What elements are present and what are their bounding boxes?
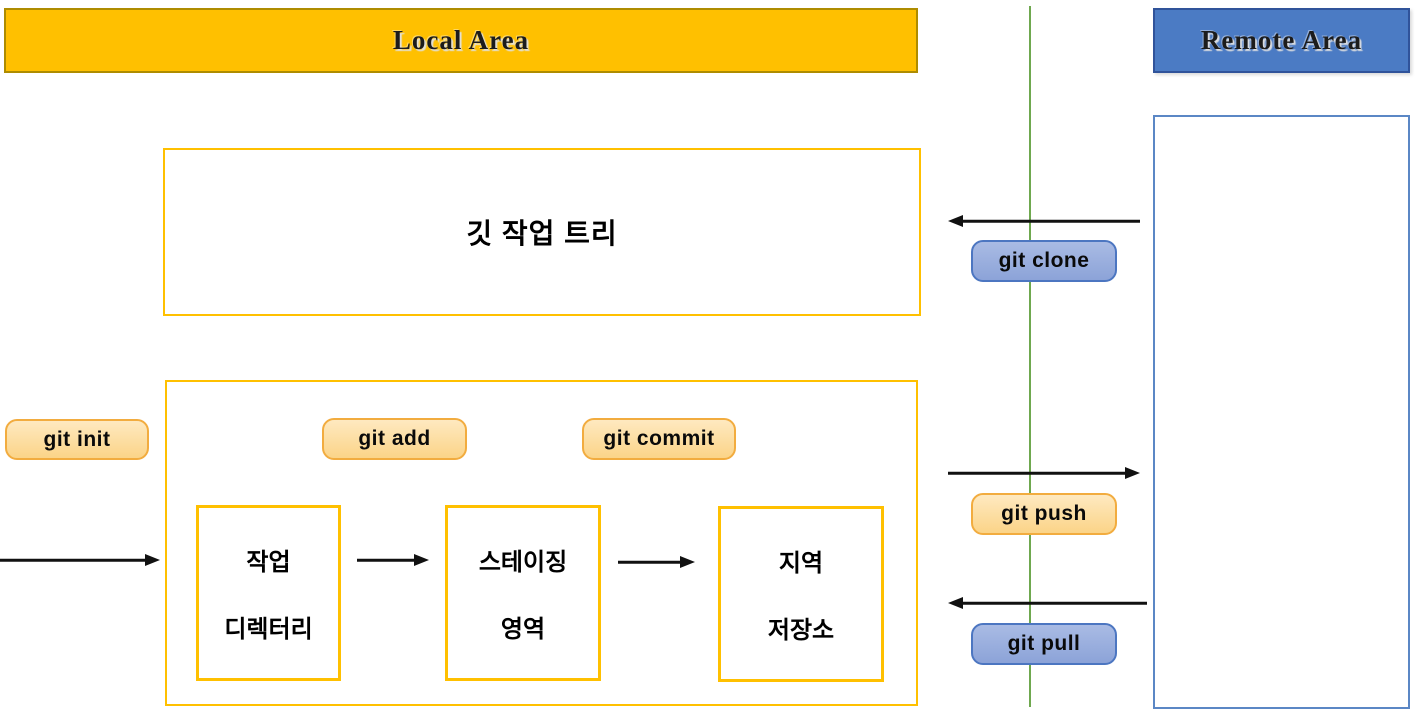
arrow-head-icon [948,215,963,227]
arrow-shaft [948,471,1127,475]
arrow-shaft [961,601,1147,605]
remote-repository-box [1153,115,1410,709]
local-area-title: Local Area [392,25,530,55]
arrow-shaft [961,219,1140,223]
arrow-head-icon [145,554,160,566]
arrow-head-icon [680,556,695,568]
working-directory-box: 작업 디렉터리 [196,505,341,681]
git-working-tree-box: 깃 작업 트리 [163,148,921,316]
git-init-label: git init [43,427,111,451]
working-directory-label-line1: 작업 [246,549,291,576]
git-add-label: git add [358,427,431,450]
staging-area-label-line2: 영역 [500,616,546,643]
arrow-head-icon [1125,467,1140,479]
staging-area-box: 스테이징 영역 [445,505,601,681]
arrow-into-working-directory [0,553,160,567]
local-repository-label-line2: 저장소 [767,617,835,644]
arrow-shaft [618,560,682,564]
arrow-head-icon [948,597,963,609]
git-init-badge: git init [5,419,149,460]
git-clone-badge: git clone [971,240,1117,282]
git-push-badge: git push [971,493,1117,535]
local-repository-box: 지역 저장소 [718,506,884,682]
staging-area-label-line1: 스테이징 [478,549,568,576]
git-clone-label: git clone [998,249,1090,272]
arrow-git-clone-remote-to-local [948,214,1140,228]
local-repository-label-line1: 지역 [778,550,824,577]
arrow-git-push-local-to-remote [948,466,1140,480]
remote-area-header: Remote Area [1153,8,1410,73]
git-commit-badge: git commit [582,418,736,460]
git-push-label: git push [1001,502,1087,525]
arrow-staging-to-local-repository [618,555,695,569]
git-pull-label: git pull [1007,632,1081,655]
git-add-badge: git add [322,418,467,460]
arrow-shaft [0,558,147,562]
local-repo-container-box [165,380,918,706]
arrow-head-icon [414,554,429,566]
working-directory-label-line2: 디렉터리 [224,616,313,643]
git-working-tree-label: 깃 작업 트리 [466,218,618,249]
remote-area-title: Remote Area [1200,25,1363,55]
arrow-working-directory-to-staging [357,553,429,567]
local-remote-divider-line [1029,6,1031,707]
arrow-shaft [357,558,416,562]
local-area-header: Local Area [4,8,918,73]
arrow-git-pull-remote-to-local [948,596,1147,610]
git-pull-badge: git pull [971,623,1117,665]
git-commit-label: git commit [603,427,715,450]
